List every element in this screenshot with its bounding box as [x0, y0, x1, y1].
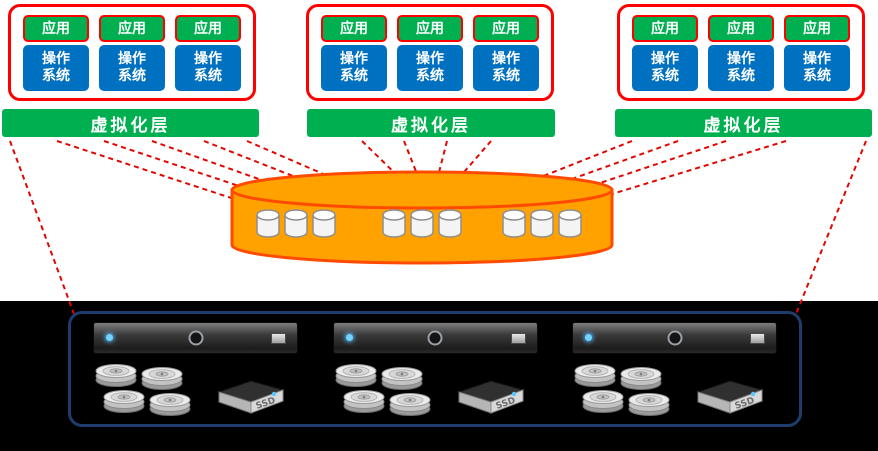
hdd-disk-icon	[628, 393, 670, 416]
server-chassis	[572, 322, 777, 354]
vm-stack: 应用 操作系统	[632, 14, 698, 91]
connector-line	[795, 140, 867, 315]
drive-bay-button	[750, 333, 765, 344]
app-box: 应用	[784, 14, 850, 42]
power-led-icon	[345, 334, 353, 341]
connector-line	[507, 140, 633, 191]
os-box: 操作系统	[397, 44, 463, 91]
app-box: 应用	[99, 14, 165, 42]
app-box: 应用	[632, 14, 698, 42]
ssd-drive-icon	[458, 380, 523, 414]
vendor-emblem-icon	[667, 330, 682, 346]
os-box: 操作系统	[23, 44, 89, 91]
vendor-emblem-icon	[427, 330, 443, 346]
app-box: 应用	[708, 14, 774, 42]
virtualization-layer-bar-2: 虚拟化层	[307, 109, 555, 137]
os-box: 操作系统	[99, 44, 165, 91]
hdd-disk-icon	[335, 364, 376, 387]
vendor-emblem-icon	[188, 330, 203, 346]
hdd-disk-icon	[149, 393, 191, 416]
server-node-1	[93, 322, 298, 420]
hdd-disk-icon	[389, 393, 430, 416]
hdd-disk-icon	[343, 390, 384, 413]
connector-line	[361, 140, 409, 187]
hdd-disk-icon	[141, 367, 183, 390]
connector-line	[203, 140, 337, 194]
drive-bay-button	[510, 333, 526, 344]
connector-line	[56, 140, 269, 211]
hdd-disk-icon	[582, 390, 624, 413]
server-node-3	[572, 322, 777, 420]
connector-line	[9, 140, 75, 315]
vm-cluster-2: 应用 操作系统 应用 操作系统 应用 操作系统	[306, 4, 554, 101]
vm-stack: 应用 操作系统	[397, 14, 463, 91]
power-led-icon	[106, 334, 113, 341]
vm-cluster-1: 应用 操作系统 应用 操作系统 应用 操作系统	[8, 4, 256, 101]
vm-stack: 应用 操作系统	[23, 14, 89, 91]
vm-cluster-3: 应用 操作系统 应用 操作系统 应用 操作系统	[617, 4, 865, 101]
app-box: 应用	[473, 14, 539, 42]
connector-line	[451, 140, 492, 187]
hdd-disk-icon	[574, 364, 616, 387]
os-box: 操作系统	[632, 44, 698, 91]
hdd-disk-icon	[620, 367, 662, 390]
vm-stack: 应用 操作系统	[321, 14, 387, 91]
vm-stack: 应用 操作系统	[175, 14, 241, 91]
os-box: 操作系统	[708, 44, 774, 91]
ssd-drive-icon	[697, 380, 763, 414]
vm-stack: 应用 操作系统	[99, 14, 165, 91]
server-node-2	[332, 322, 538, 420]
server-chassis	[93, 322, 298, 354]
vm-stack: 应用 操作系统	[708, 14, 774, 91]
connector-line	[246, 140, 359, 190]
app-box: 应用	[23, 14, 89, 42]
drive-bay-button	[271, 333, 286, 344]
vm-stack: 应用 操作系统	[473, 14, 539, 91]
hdd-disk-icon	[103, 390, 145, 413]
connector-line	[103, 140, 291, 204]
app-box: 应用	[175, 14, 241, 42]
os-box: 操作系统	[784, 44, 850, 91]
server-chassis	[332, 322, 538, 354]
app-box: 应用	[321, 14, 387, 42]
virtualization-layer-bar-3: 虚拟化层	[615, 109, 872, 137]
virtualization-layer-bar-1: 虚拟化层	[2, 109, 259, 137]
os-box: 操作系统	[321, 44, 387, 91]
os-box: 操作系统	[175, 44, 241, 91]
connector-line	[403, 140, 422, 185]
hdd-disk-icon	[95, 364, 137, 387]
connector-line	[575, 140, 787, 206]
os-box: 操作系统	[473, 44, 539, 91]
server-rack-enclosure	[68, 311, 802, 427]
server-drives	[95, 364, 284, 416]
power-led-icon	[585, 334, 592, 341]
connector-line	[529, 140, 679, 195]
connector-line	[551, 140, 727, 200]
server-drives	[335, 364, 523, 416]
connector-line	[435, 140, 448, 185]
vm-stack: 应用 操作系统	[784, 14, 850, 91]
ssd-drive-icon	[218, 380, 284, 414]
server-drives	[574, 364, 763, 416]
connector-line	[151, 140, 313, 199]
app-box: 应用	[397, 14, 463, 42]
storage-pool-cylinder: SSD	[230, 170, 614, 265]
hdd-disk-icon	[381, 367, 422, 390]
